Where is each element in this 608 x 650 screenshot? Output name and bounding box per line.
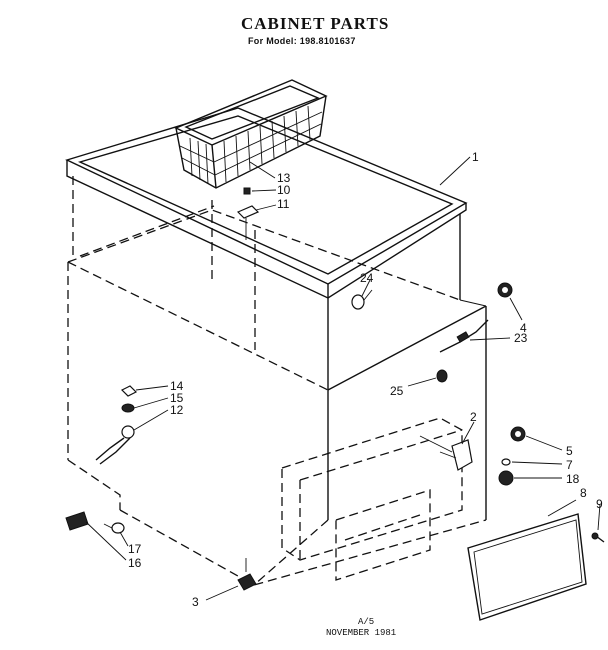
callout-3: 3	[192, 595, 199, 609]
callout-12: 12	[170, 403, 184, 417]
part-3-leveling-foot	[237, 558, 257, 591]
part-9-screw	[591, 532, 605, 543]
callout-7: 7	[566, 458, 573, 472]
cabinet-shell	[327, 214, 487, 520]
callout-15: 15	[170, 391, 184, 405]
callout-4: 4	[520, 321, 527, 335]
part-17-screw	[103, 522, 125, 534]
callout-13: 13	[277, 171, 291, 185]
page-code: A/5	[358, 617, 375, 627]
part-14-nut	[120, 385, 138, 397]
callout-18: 18	[566, 472, 580, 486]
callout-11: 11	[277, 197, 290, 211]
part-15-washer	[121, 403, 135, 413]
callout-25: 25	[390, 384, 404, 398]
part-4-grommet	[497, 282, 513, 298]
part-8-grille-panel	[467, 513, 587, 621]
callout-10: 10	[277, 183, 291, 197]
callout-8: 8	[580, 486, 587, 500]
callout-17: 17	[128, 542, 142, 556]
hidden-outlines	[67, 176, 487, 586]
callout-16: 16	[128, 556, 142, 570]
part-23-cord	[439, 319, 489, 353]
part-11-clip	[236, 205, 260, 240]
model-subtitle: For Model: 198.8101637	[248, 36, 356, 46]
callout-1: 1	[472, 150, 479, 164]
part-7-screw	[501, 458, 511, 466]
callout-23: 23	[514, 331, 528, 345]
callout-5: 5	[566, 444, 573, 458]
leader-lines	[85, 156, 601, 601]
part-18-knob	[498, 470, 514, 486]
callout-14: 14	[170, 379, 184, 393]
lid-frame	[65, 107, 468, 299]
callout-24: 24	[360, 271, 374, 285]
part-24-plug	[351, 289, 373, 310]
part-10-screw	[243, 187, 251, 195]
part-5-grommet	[510, 426, 526, 442]
callout-9: 9	[596, 497, 603, 511]
part-12-hinge	[95, 425, 135, 465]
callout-2: 2	[470, 410, 477, 424]
basket	[174, 79, 328, 189]
part-16-bracket	[65, 511, 89, 531]
part-25-plug	[436, 369, 448, 383]
page-title: CABINET PARTS	[241, 14, 390, 33]
callout-labels: 1 2 3 4 5 7 8 9 10 11 12 13 14 15 16 17 …	[128, 150, 603, 609]
date-stamp: NOVEMBER 1981	[326, 628, 397, 638]
